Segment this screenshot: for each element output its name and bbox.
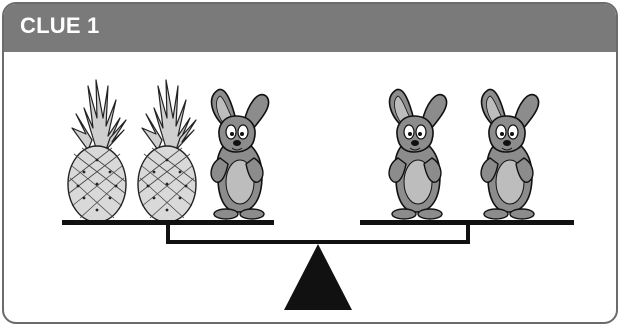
fulcrum-triangle [284,244,352,310]
pineapple-2 [138,80,196,222]
balance-scale [62,220,574,310]
pineapple-1 [68,80,126,222]
rabbit-right-2 [481,89,539,219]
right-post [466,224,470,242]
left-post [166,224,170,242]
rabbit-left [211,89,269,219]
rabbit-right-1 [389,89,447,219]
balance-beam [166,240,470,244]
